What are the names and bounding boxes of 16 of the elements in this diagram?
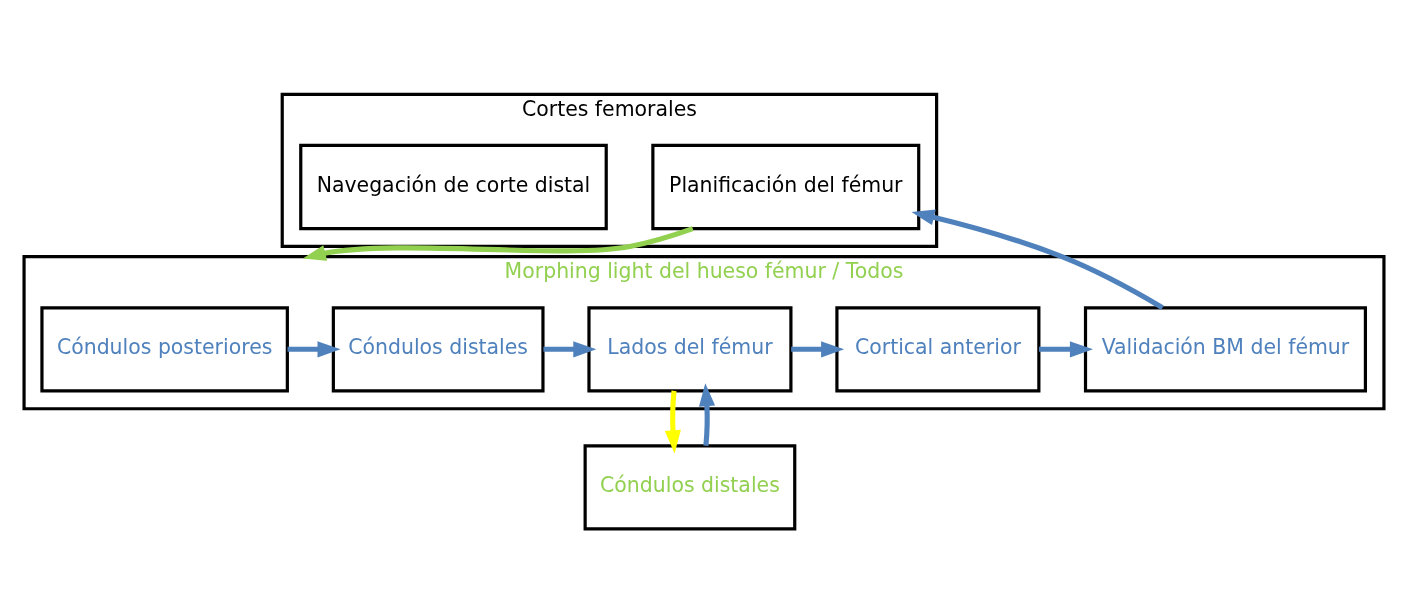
arrow [1039, 340, 1093, 357]
arrow [791, 340, 845, 357]
arrow [664, 390, 681, 453]
arrow [911, 208, 1164, 310]
arrow [287, 340, 341, 357]
arrow [543, 340, 597, 357]
node-box: Cortical anterior [835, 305, 1041, 392]
node-box: Cóndulos posteriores [40, 305, 289, 392]
arrow [698, 382, 716, 446]
node-box: Validación BM del fémur [1083, 305, 1367, 392]
node-box: Lados del fémur [587, 305, 793, 392]
node-box: Navegación de corte distal [299, 143, 608, 230]
node-box: Planificación del fémur [651, 143, 921, 230]
node-box: Cóndulos distales [331, 305, 545, 392]
node-box: Cóndulos distales [583, 443, 797, 530]
arrow [302, 225, 694, 261]
